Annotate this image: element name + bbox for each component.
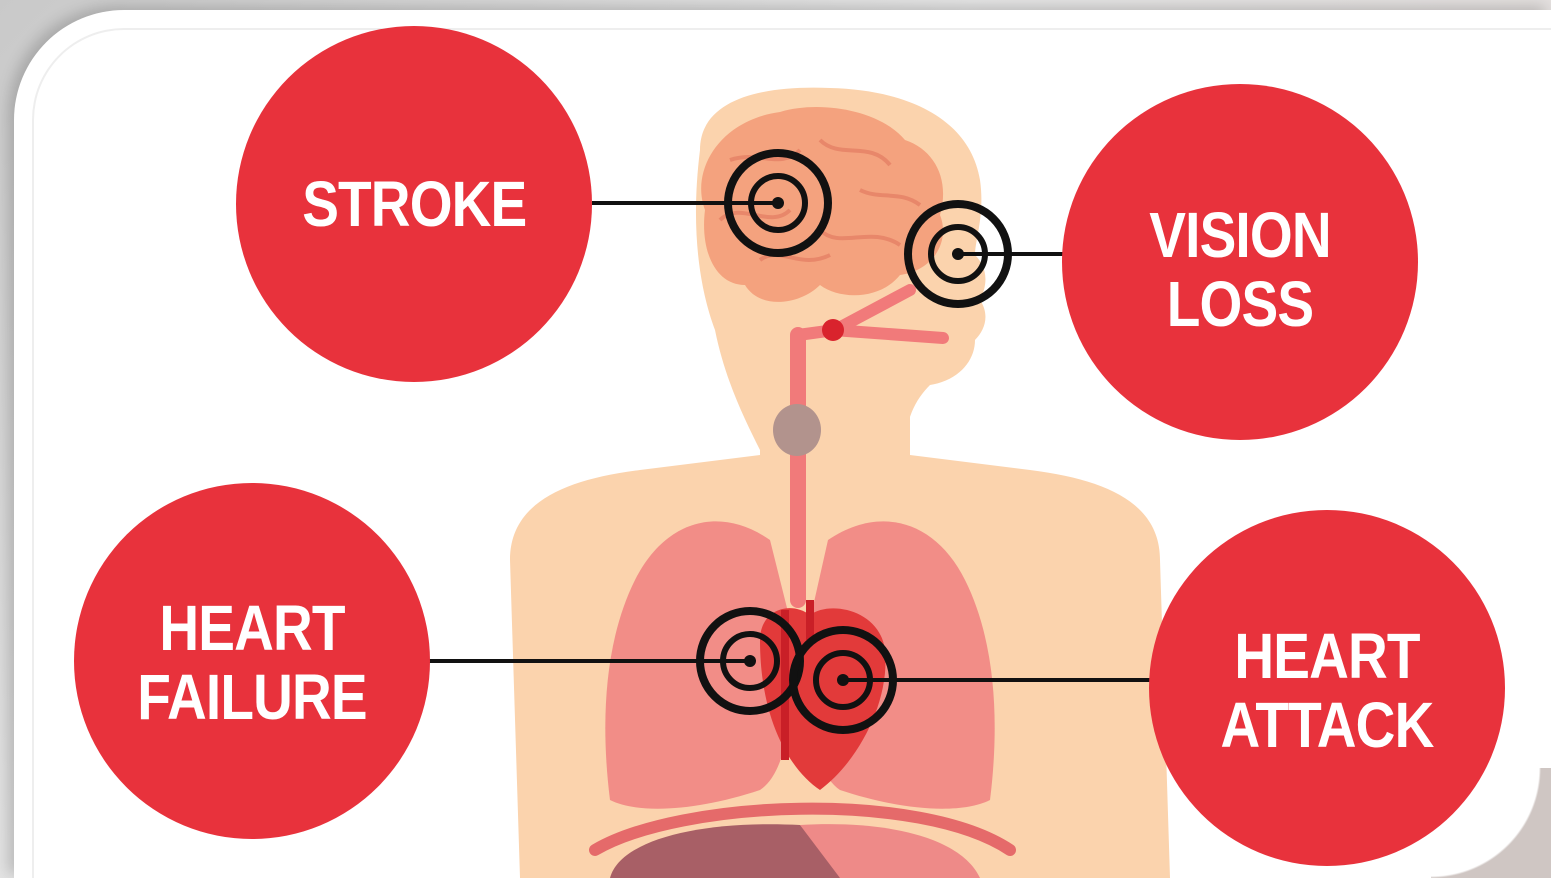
heart-failure-label-line1: HEART: [132, 594, 373, 663]
vision-loss-label-line1: VISION: [1128, 201, 1352, 270]
stroke-label-line1: STROKE: [302, 170, 526, 239]
heart-attack-label-line2: ATTACK: [1207, 691, 1448, 760]
vision-loss-label: VISION LOSS: [1128, 201, 1352, 339]
page-corner: [1431, 768, 1551, 878]
heart-failure-label: HEART FAILURE: [132, 594, 373, 732]
heart-failure-label-line2: FAILURE: [132, 663, 373, 732]
vision-loss-label-line2: LOSS: [1128, 270, 1352, 339]
stroke-label: STROKE: [302, 170, 526, 239]
heart-attack-label-line1: HEART: [1207, 622, 1448, 691]
heart-attack-label: HEART ATTACK: [1207, 622, 1448, 760]
